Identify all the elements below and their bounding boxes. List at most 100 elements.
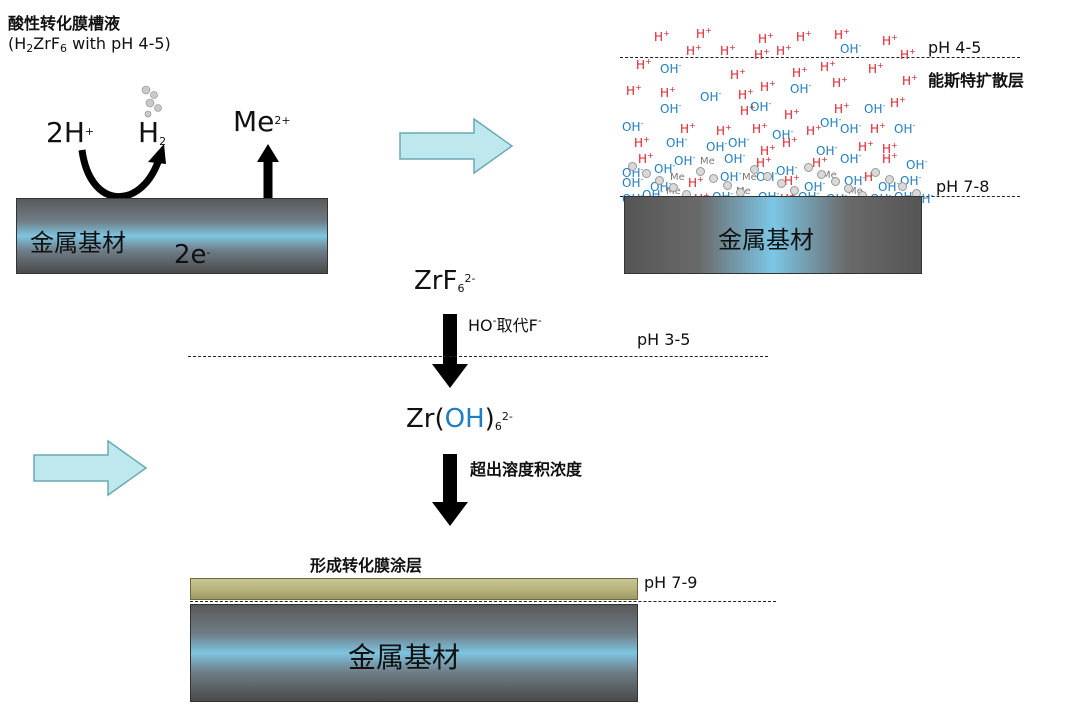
- bubble-icon: [641, 169, 651, 178]
- bubble-icon: [749, 165, 759, 174]
- h-plus-ion: H+: [820, 59, 836, 74]
- h-plus-ion: H+: [900, 47, 916, 62]
- conversion-film: [190, 578, 638, 600]
- bubble-icon: [803, 163, 813, 172]
- h-plus-ion: H+: [812, 155, 828, 170]
- oh-minus-ion: OH-: [840, 41, 862, 56]
- substrate-slab-1: [16, 198, 328, 274]
- zroh6-label: Zr(OH)62-: [406, 404, 513, 434]
- down-arrow-1: [432, 314, 468, 388]
- bubble-icon: [790, 186, 799, 195]
- oh-minus-ion: OH-: [840, 121, 862, 136]
- h-plus-ion: H+: [636, 57, 652, 72]
- oh-minus-ion: OH-: [622, 165, 644, 180]
- bubble-icon: [898, 182, 907, 191]
- bubble-icon: [830, 177, 840, 186]
- bath-formula: (H2ZrF6 with pH 4-5): [8, 34, 171, 55]
- bubble-icon: [871, 168, 880, 177]
- bubble-icon: [776, 179, 786, 188]
- h-plus-ion: H+: [784, 173, 800, 188]
- h-plus-ion: H+: [784, 107, 800, 122]
- ph-mid-line: [188, 356, 768, 357]
- h-plus-ion: H+: [868, 61, 884, 76]
- me-ion-label: Me2+: [233, 105, 291, 138]
- h-plus-ion: H+: [716, 123, 732, 138]
- h-plus-ion: H+: [638, 151, 654, 166]
- down-arrow-2: [432, 454, 468, 526]
- bubble-icon: [655, 176, 664, 185]
- oh-minus-ion: OH-: [804, 179, 826, 194]
- oh-minus-ion: OH-: [816, 143, 838, 158]
- substrate-label-3: 金属基材: [348, 641, 461, 674]
- h-plus-ion: H+: [806, 123, 822, 138]
- me-arrowhead: [257, 144, 279, 162]
- h-plus-ion: H+: [730, 67, 746, 82]
- oh-minus-ion: OH-: [720, 169, 742, 184]
- h-plus-ion: H+: [870, 121, 886, 136]
- zrf6-label: ZrF62-: [414, 266, 476, 296]
- bubble-icon: [763, 172, 772, 181]
- h-plus-ion: H+: [680, 121, 696, 136]
- h-plus-ion: H+: [634, 135, 650, 150]
- oh-minus-ion: OH-: [894, 121, 916, 136]
- h-plus-ion: H+: [696, 26, 712, 41]
- bubble-icon: [817, 170, 826, 179]
- substrate-slab-3: [190, 604, 638, 702]
- h-plus-ion: H+: [760, 79, 776, 94]
- h2-arrowhead: [148, 144, 166, 164]
- bubble-icon: [884, 175, 894, 184]
- bubble-icon: [668, 183, 678, 192]
- oh-minus-ion: OH-: [840, 151, 862, 166]
- metal-ion: Me: [848, 186, 863, 197]
- coating-ph-line: [190, 601, 776, 602]
- bubble-icon: [695, 167, 705, 176]
- oh-minus-ion: OH-: [906, 157, 928, 172]
- electrons-label: 2e-: [174, 240, 211, 270]
- oh-minus-ion: OH-: [772, 127, 794, 142]
- metal-ion: Me: [742, 172, 757, 183]
- metal-ion: Me: [700, 156, 715, 167]
- metal-ion: Me: [822, 170, 837, 181]
- process-arrow-2: [33, 439, 148, 497]
- h-plus-ion: H+: [858, 139, 874, 154]
- h-plus-ion: H+: [720, 43, 736, 58]
- process-arrow-1: [399, 117, 514, 175]
- substrate-slab-2: [624, 196, 922, 274]
- h-plus-ion: H+: [890, 95, 906, 110]
- bath-title: 酸性转化膜槽液: [8, 14, 121, 33]
- oh-minus-ion: OH-: [790, 81, 812, 96]
- bubble-icon: [844, 184, 853, 193]
- step1-label: HO-取代F-: [468, 314, 542, 335]
- oh-minus-ion: OH-: [622, 119, 644, 134]
- coating-ph-label: pH 7-9: [644, 573, 698, 592]
- h-plus-ion: H+: [882, 151, 898, 166]
- ph-mid-label: pH 3-5: [637, 330, 691, 349]
- h-plus-ion: H+: [882, 33, 898, 48]
- oh-minus-ion: OH-: [878, 179, 899, 194]
- h-plus-ion: H+: [686, 43, 702, 58]
- h-plus-ion: H+: [882, 141, 898, 156]
- diffusion-layer-label: 能斯特扩散层: [928, 71, 1025, 90]
- substrate-label-2: 金属基材: [718, 226, 814, 254]
- h-plus-ion: H+: [792, 65, 808, 80]
- step2-label: 超出溶度积浓度: [470, 460, 583, 479]
- ph-top-label: pH 4-5: [928, 38, 982, 57]
- h-plus-ion: H+: [834, 27, 850, 42]
- ph-top-line: [620, 57, 1020, 58]
- h-plus-ion: H+: [902, 73, 918, 88]
- oh-minus-ion: OH-: [674, 153, 696, 168]
- metal-ion: Me: [670, 172, 685, 183]
- ph-bottom-label: pH 7-8: [936, 177, 990, 196]
- oh-minus-ion: OH-: [700, 89, 722, 104]
- h2-label: H2: [138, 116, 167, 149]
- oh-minus-ion: OH-: [728, 135, 750, 150]
- h-plus-ion: H+: [688, 175, 704, 190]
- h-ion-label: 2H+: [46, 116, 95, 149]
- h-plus-ion: H+: [660, 85, 676, 100]
- oh-minus-ion: OH-: [706, 139, 728, 154]
- oh-minus-ion: OH-: [776, 163, 798, 178]
- h-plus-ion: H+: [754, 47, 770, 62]
- oh-minus-ion: OH-: [820, 115, 842, 130]
- h-plus-ion: H+: [776, 43, 792, 58]
- oh-minus-ion: OH-: [660, 101, 682, 116]
